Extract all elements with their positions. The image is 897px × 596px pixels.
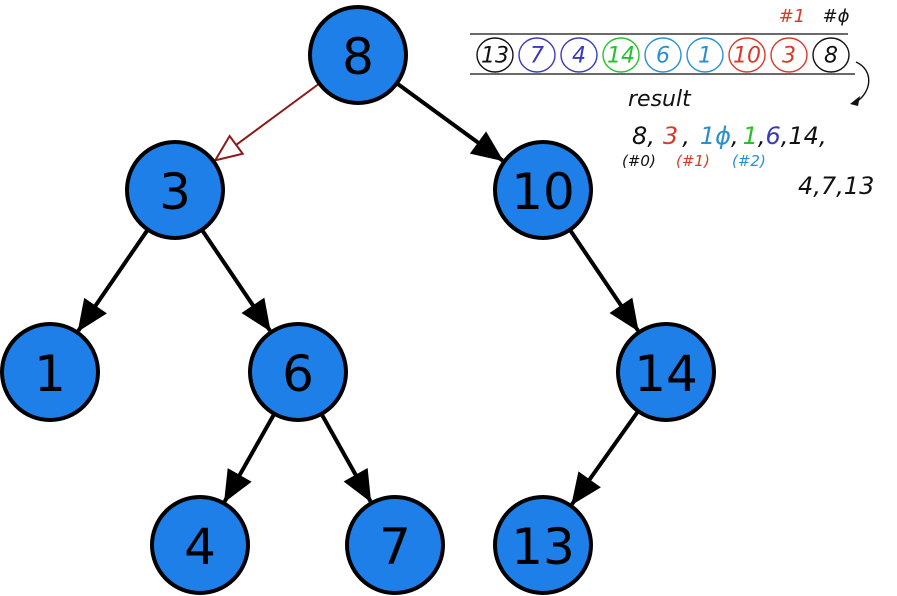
- result-item: ,: [758, 122, 766, 150]
- arrowhead: [469, 131, 504, 162]
- queue-cell: [602, 37, 640, 73]
- node-label: 14: [634, 345, 698, 403]
- result-item: ,: [682, 122, 690, 150]
- result-note: (#2): [732, 152, 766, 170]
- node-label: 1: [34, 345, 66, 403]
- node-label: 6: [282, 345, 314, 403]
- queue-pointer-mark: #1: [779, 6, 806, 27]
- tree-node-10: 10: [493, 140, 593, 240]
- node-circle: [345, 495, 445, 595]
- result-item: ,: [731, 122, 739, 150]
- node-label: 3: [159, 163, 191, 221]
- tree-node-14: 14: [616, 322, 716, 422]
- result-title: result: [628, 87, 692, 112]
- tree-node-1: 1: [0, 322, 100, 422]
- node-circle: [616, 322, 716, 422]
- result-row-1: 8,3,1ϕ,1,6,14,: [632, 122, 827, 150]
- queue-cell: [560, 37, 598, 73]
- queue-cell-label: 1: [698, 44, 712, 69]
- arrowhead: [571, 471, 601, 506]
- queue-cell-label: 10: [733, 44, 761, 69]
- result-row-2: 4,7,13: [798, 172, 874, 200]
- node-label: 7: [379, 518, 411, 576]
- result-note: (#1): [676, 152, 710, 170]
- queue-cell-label: 14: [607, 44, 635, 69]
- node-label: 8: [342, 28, 374, 86]
- queue-cell-label: 8: [824, 44, 838, 69]
- queue-cell-label: 13: [481, 44, 509, 69]
- queue-to-result-arrowhead: [850, 96, 860, 106]
- queue-pointer-mark: #ϕ: [823, 6, 850, 27]
- queue-cell-label: 6: [656, 44, 670, 69]
- node-label: 4: [184, 518, 216, 576]
- tree-node-7: 7: [345, 495, 445, 595]
- queue-to-result-arrow: [855, 61, 870, 103]
- node-circle: [248, 322, 348, 422]
- arrowhead: [241, 297, 271, 332]
- tree-node-4: 4: [150, 495, 250, 595]
- queue-strip: 13 7 4 14 6 1 10 3 8: [476, 37, 850, 73]
- queue-cell: [476, 37, 514, 73]
- tree-node-13: 13: [493, 495, 593, 595]
- queue-cell: [728, 37, 766, 73]
- result-item: ,14,: [781, 122, 827, 150]
- arrowhead: [213, 134, 245, 162]
- node-circle: [125, 140, 225, 240]
- queue-cell: [770, 37, 808, 73]
- tree-node-8: 8: [308, 5, 408, 105]
- queue-cell-label: 7: [530, 44, 544, 69]
- tree-node-3: 3: [125, 140, 225, 240]
- queue-cell: [518, 37, 556, 73]
- tree-node-6: 6: [248, 322, 348, 422]
- queue-cell-label: 4: [572, 44, 586, 69]
- queue-cell: [644, 37, 682, 73]
- arrowhead: [609, 297, 639, 332]
- arrowhead: [224, 468, 252, 503]
- tree-edges: [76, 81, 640, 506]
- queue-cell: [812, 37, 850, 73]
- node-circle: [0, 322, 100, 422]
- queue-cell-label: 3: [782, 44, 796, 69]
- node-label: 10: [511, 163, 575, 221]
- result-item: 1: [743, 122, 758, 150]
- result-item: 6: [766, 122, 781, 150]
- arrowhead: [77, 297, 107, 332]
- node-circle: [493, 495, 593, 595]
- queue-cell: [686, 37, 724, 73]
- node-circle: [308, 5, 408, 105]
- result-note: (#0): [622, 152, 656, 170]
- arrowhead: [343, 468, 372, 503]
- node-label: 13: [511, 518, 575, 576]
- node-circle: [150, 495, 250, 595]
- node-circle: [493, 140, 593, 240]
- result-item: 3: [663, 122, 678, 150]
- result-item: 1ϕ: [700, 122, 731, 150]
- result-item: 8,: [632, 122, 655, 150]
